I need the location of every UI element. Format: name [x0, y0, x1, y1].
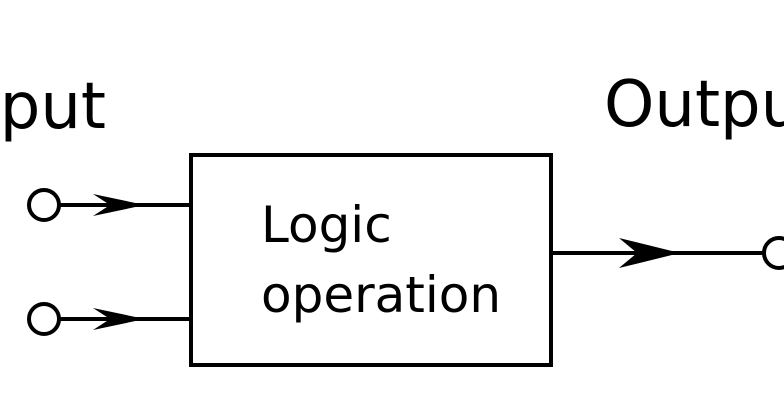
input-label: Input — [0, 70, 106, 144]
output-label: Output — [604, 68, 784, 142]
output-terminal — [762, 236, 784, 270]
input-line-1 — [27, 188, 189, 222]
input-terminal-1 — [27, 188, 61, 222]
output-line — [553, 236, 784, 270]
input-line-2 — [27, 302, 189, 336]
arrow-head-input-1 — [93, 194, 145, 216]
logic-operation-box — [189, 153, 553, 367]
box-label-line1: Logic — [261, 196, 392, 254]
arrow-head-output — [619, 238, 680, 268]
arrow-head-input-2 — [93, 308, 145, 330]
box-label-line2: operation — [261, 266, 501, 324]
input-terminal-2 — [27, 302, 61, 336]
